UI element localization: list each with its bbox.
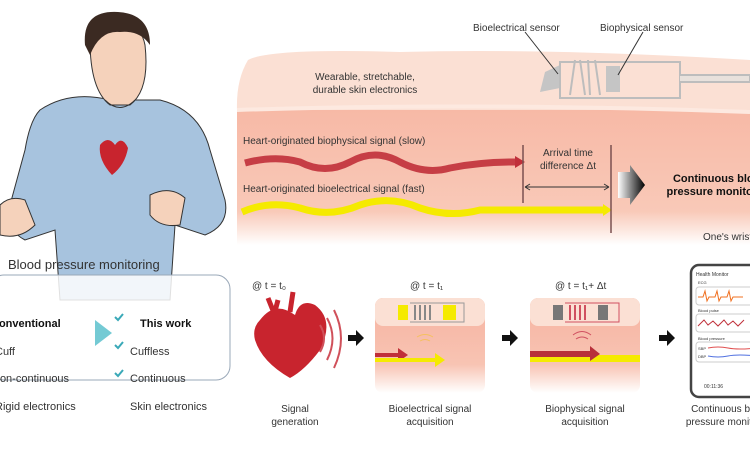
conventional-item: Cuff bbox=[0, 346, 15, 358]
phone-ecg-label: ECG bbox=[698, 280, 707, 285]
bioelectrical-sensor-label: Bioelectrical sensor bbox=[473, 23, 560, 34]
phone-pulse-label: Blood pulse bbox=[698, 308, 719, 313]
this-work-item: Continuous bbox=[130, 373, 186, 385]
step-caption: Signal generation bbox=[255, 403, 335, 429]
arrival-time-label: Arrival time difference Δt bbox=[527, 147, 609, 173]
skin-deep-layer bbox=[237, 110, 750, 245]
conventional-header: Conventional bbox=[0, 318, 61, 330]
caption-line: Continuous blood bbox=[691, 404, 750, 415]
phone-dbp-label: DBP bbox=[698, 354, 707, 359]
phone-title: Health Monitor bbox=[696, 272, 729, 278]
step-time: @ t = t₀ bbox=[252, 281, 287, 292]
biophysical-sensor-label: Biophysical sensor bbox=[600, 23, 684, 34]
step-caption: Continuous blood pressure monitoring bbox=[670, 403, 750, 429]
caption-line: acquisition bbox=[561, 417, 609, 428]
conventional-item: Rigid electronics bbox=[0, 401, 76, 413]
sensor-patch bbox=[540, 59, 750, 99]
result-arrow-icon bbox=[618, 165, 645, 205]
biophysical-acquisition-panel bbox=[530, 298, 640, 393]
heart-icon bbox=[254, 291, 327, 378]
step-caption: Bioelectrical signal acquisition bbox=[370, 403, 490, 429]
caption-line: Bioelectrical signal bbox=[388, 404, 472, 415]
step-time: @ t = t₁ bbox=[410, 281, 444, 292]
phone-timer: 00:11:36 bbox=[704, 384, 724, 390]
skin-electronics-layer bbox=[236, 51, 750, 110]
skin-electronics-label: Wearable, stretchable, durable skin elec… bbox=[290, 71, 440, 97]
step-time: @ t = t₁+ Δt bbox=[555, 281, 607, 292]
slow-signal-wave bbox=[244, 151, 516, 174]
runner-illustration bbox=[0, 11, 227, 301]
caption-line: generation bbox=[271, 417, 319, 428]
caption-line: acquisition bbox=[406, 417, 454, 428]
sensor2-pointer bbox=[617, 31, 644, 76]
result-line: Continuous blood bbox=[672, 173, 750, 185]
continuous-bp-label: Continuous blood pressure monitoring bbox=[650, 173, 750, 199]
smartphone bbox=[689, 263, 750, 399]
skin-electronics-line: Wearable, stretchable, bbox=[315, 72, 415, 83]
comparison-box bbox=[0, 274, 231, 381]
this-work-item: Skin electronics bbox=[130, 401, 208, 413]
conventional-item: Non-continuous bbox=[0, 373, 70, 385]
caption-line: pressure monitoring bbox=[685, 417, 750, 428]
phone-pressure-label: Blood pressure bbox=[698, 336, 725, 341]
this-work-item: Cuffless bbox=[130, 346, 170, 358]
step-caption: Biophysical signal acquisition bbox=[525, 403, 645, 429]
skin-electronics-line: durable skin electronics bbox=[312, 85, 418, 96]
this-work-header: This work bbox=[140, 318, 192, 330]
check-icons bbox=[114, 313, 124, 378]
sensor1-pointer bbox=[524, 31, 559, 75]
slow-signal-label: Heart-originated biophysical signal (slo… bbox=[243, 136, 426, 147]
wrist-label: One's wrist bbox=[703, 232, 750, 243]
caption-line: Signal bbox=[281, 404, 309, 415]
fast-signal-wave bbox=[240, 197, 605, 217]
arrival-line: Arrival time bbox=[542, 148, 593, 159]
fast-signal-label: Heart-originated bioelectrical signal (f… bbox=[243, 184, 425, 195]
bioelectrical-acquisition-panel bbox=[375, 298, 485, 393]
step-arrows bbox=[348, 330, 675, 346]
delta-t-arrow bbox=[524, 183, 610, 191]
bp-monitoring-title: Blood pressure monitoring bbox=[8, 257, 160, 272]
comparison-arrow-icon bbox=[95, 320, 112, 346]
result-line: pressure monitoring bbox=[666, 186, 750, 198]
caption-line: Biophysical signal bbox=[545, 404, 625, 415]
phone-sbp-label: SBP bbox=[698, 346, 707, 351]
arrival-line: difference Δt bbox=[540, 161, 596, 172]
heart-on-chest-icon bbox=[99, 140, 128, 175]
signal-waves-icon bbox=[319, 309, 342, 369]
